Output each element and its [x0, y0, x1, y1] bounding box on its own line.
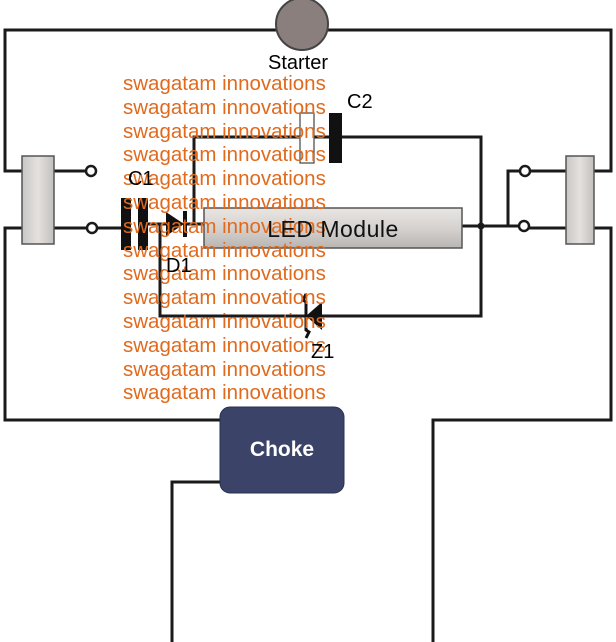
choke-label: Choke: [249, 438, 315, 461]
watermark-line: swagatam innovations: [123, 238, 326, 262]
watermark-line: swagatam innovations: [123, 357, 326, 381]
watermark-line: swagatam innovations: [123, 286, 326, 310]
diode-d1: [166, 211, 187, 237]
watermark-line: swagatam innovations: [123, 381, 326, 405]
terminal-right-top: [518, 164, 532, 178]
led-module-box: [203, 207, 463, 249]
wires: [3, 28, 613, 642]
zener-z1: [301, 293, 322, 339]
choke-lead-wire: [170, 480, 222, 642]
choke-box: [219, 406, 345, 494]
watermark-line: swagatam innovations: [123, 310, 326, 333]
left-tube-end: [21, 155, 55, 245]
watermark-line: swagatam innovations: [123, 95, 326, 119]
c2-label: C2: [347, 91, 373, 113]
watermark-line: swagatam innovations: [123, 119, 326, 143]
right-bottom-wire: [431, 226, 613, 642]
left-bottom-wire: [3, 226, 222, 422]
d1-label: D1: [166, 255, 192, 277]
watermark-line: swagatam innovations: [123, 72, 326, 95]
junction-node: [477, 222, 485, 230]
terminal-left-top: [84, 164, 98, 178]
terminals: [84, 164, 532, 235]
z1-label: Z1: [311, 341, 335, 363]
led-module-label: LED Module: [267, 215, 399, 242]
watermark-line: swagatam innovations: [123, 191, 326, 214]
watermark-line: swagatam innovations: [123, 143, 326, 167]
watermark-line: swagatam innovations: [123, 333, 326, 357]
terminal-left-bottom: [85, 221, 99, 235]
starter-bulb: [275, 0, 329, 51]
capacitor-c1: [121, 198, 148, 250]
c1-label: C1: [128, 168, 154, 190]
starter-label: Starter: [268, 52, 329, 74]
watermark-line: swagatam innovations: [123, 214, 326, 238]
capacitor-c2: [299, 112, 342, 164]
watermark-line: swagatam innovations: [123, 262, 326, 286]
watermark-line: swagatam innovations: [123, 167, 326, 191]
terminal-right-bottom: [517, 219, 531, 233]
right-tube-end: [565, 155, 595, 245]
